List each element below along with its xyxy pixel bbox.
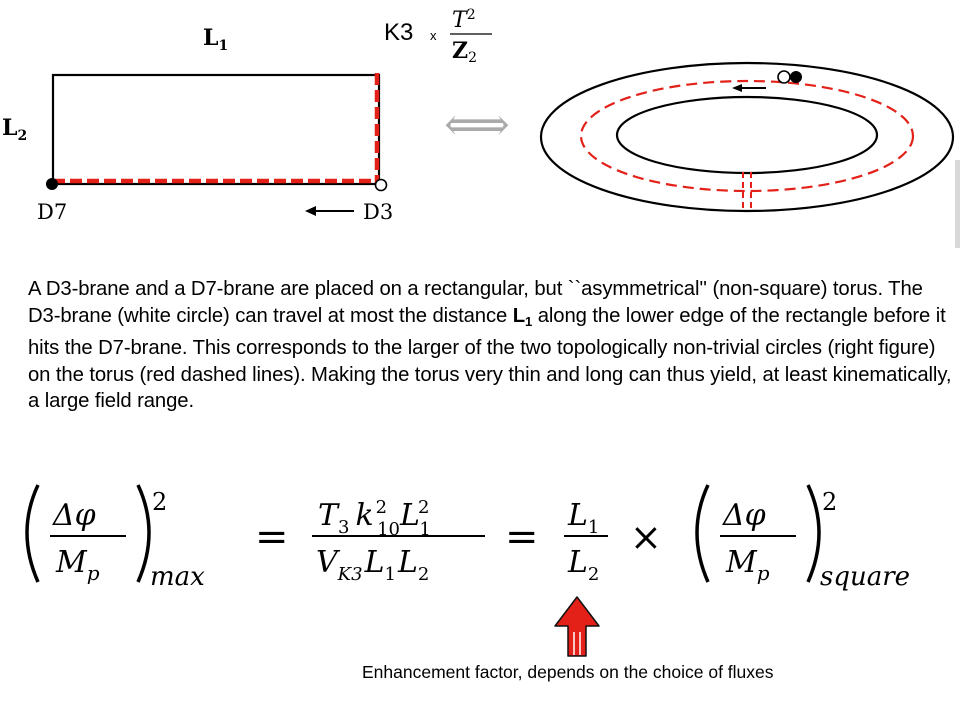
power-2-right: 2 <box>822 488 837 516</box>
times-symbol: × <box>630 515 662 559</box>
caption-l1-symbol: L1 <box>512 304 533 329</box>
d3-brane-circle <box>374 178 388 192</box>
torus-diagram: L1 L2 D7 D3 K3 x T2 Z2 ⟺ <box>2 7 960 248</box>
slide-edge-mark <box>955 160 960 248</box>
times-x-label: x <box>430 28 437 43</box>
label-d7: D7 <box>37 200 67 224</box>
delta-phi-2: Δφ <box>722 498 766 533</box>
arrow-left-icon <box>305 206 354 216</box>
k3-label: K3 <box>384 19 413 46</box>
right-paren-open <box>695 484 710 583</box>
red-up-arrow-icon <box>554 596 600 657</box>
enhancement-note: Enhancement factor, depends on the choic… <box>362 662 774 682</box>
equivalence-icon: ⟺ <box>444 97 510 151</box>
delta-phi-1: Δφ <box>52 498 96 533</box>
label-l2: L2 <box>2 115 27 144</box>
ratio-denominator: L2 <box>567 545 599 585</box>
torus-rectangle <box>51 73 381 186</box>
left-paren-close <box>136 484 151 583</box>
d7-brane-dot <box>46 178 58 190</box>
mp-1: Mp <box>55 545 100 585</box>
fraction-denominator: Z2 <box>452 38 477 66</box>
left-paren-open <box>25 484 40 583</box>
equals-1: = <box>255 514 289 560</box>
square-subscript: square <box>820 562 910 592</box>
label-l1: L1 <box>203 25 228 54</box>
torus-d3-circle <box>777 70 791 84</box>
fraction-numerator: T2 <box>452 7 476 33</box>
torus-arrow-left-icon <box>732 84 766 92</box>
ratio-numerator: L1 <box>567 498 599 538</box>
label-d3: D3 <box>363 200 393 224</box>
equals-2: = <box>505 514 539 560</box>
right-paren-close <box>806 484 821 583</box>
torus-figure <box>539 61 955 213</box>
caption-text: A D3-brane and a D7-brane are placed on … <box>28 278 952 413</box>
red-dashed-torus-loop <box>579 79 915 193</box>
torus-d7-dot <box>790 71 802 83</box>
power-2-left: 2 <box>152 488 167 516</box>
max-subscript: max <box>150 562 205 592</box>
mp-2: Mp <box>725 545 770 585</box>
denominator-term: VK3L1L2 <box>316 545 429 585</box>
